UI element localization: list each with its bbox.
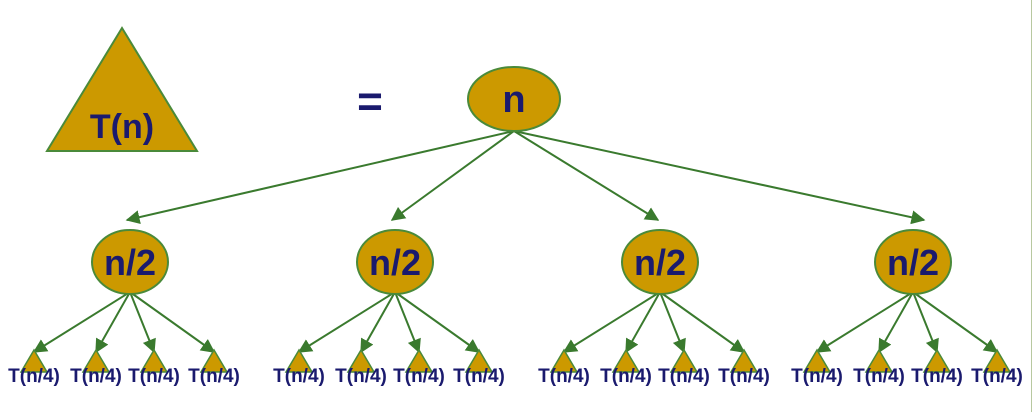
leaf-label-1-1: T(n/4): [8, 366, 60, 387]
leaf-triangle-3-4: [729, 348, 759, 373]
leaf-triangle-4-3: [922, 348, 952, 373]
leaf-triangle-1-3: [139, 348, 169, 373]
n2-4-to-leaf-edge-2: [878, 291, 914, 354]
n2-node-label-3: n/2: [634, 242, 686, 283]
leaf-label-2-2: T(n/4): [335, 366, 387, 387]
leaf-triangle-4-2: [864, 348, 894, 373]
n2-4-to-leaf-edge-3: [912, 291, 939, 354]
root-node: [467, 66, 561, 132]
leaf-triangle-4-1: [802, 348, 832, 373]
n2-4-to-leaf-edge-1: [815, 291, 914, 353]
leaf-triangle-2-2: [346, 348, 376, 373]
n2-node-label-1: n/2: [104, 242, 156, 283]
n2-node-2: [356, 229, 434, 295]
leaf-label-2-4: T(n/4): [453, 366, 505, 387]
root-to-n2-edge-2: [390, 130, 515, 221]
n2-node-label-4: n/2: [887, 242, 939, 283]
n2-4-to-leaf-edge-4: [912, 291, 999, 353]
leaf-triangle-1-4: [199, 348, 229, 373]
n2-1-to-leaf-edge-4: [129, 291, 216, 353]
leaf-triangle-4-4: [982, 348, 1012, 373]
n2-node-3: [621, 229, 699, 295]
leaf-label-2-3: T(n/4): [393, 366, 445, 387]
leaf-label-3-1: T(n/4): [538, 366, 590, 387]
leaf-triangle-2-1: [284, 348, 314, 373]
leaf-label-4-4: T(n/4): [971, 366, 1023, 387]
leaf-label-3-2: T(n/4): [600, 366, 652, 387]
n2-2-to-leaf-edge-4: [394, 291, 481, 353]
tn-label: T(n): [90, 108, 154, 146]
n2-3-to-leaf-edge-3: [659, 291, 686, 354]
leaf-label-1-2: T(n/4): [70, 366, 122, 387]
leaf-label-4-2: T(n/4): [853, 366, 905, 387]
root-node-label: n: [502, 79, 525, 121]
root-to-n2-edge-4: [513, 130, 926, 225]
n2-2-to-leaf-edge-1: [297, 291, 396, 353]
leaf-label-2-1: T(n/4): [273, 366, 325, 387]
leaf-triangle-3-1: [549, 348, 579, 373]
tn-triangle: [45, 26, 199, 152]
leaf-triangle-2-4: [464, 348, 494, 373]
leaf-triangle-2-3: [404, 348, 434, 373]
leaf-triangle-1-2: [81, 348, 111, 373]
leaf-triangle-3-3: [669, 348, 699, 373]
leaf-label-1-4: T(n/4): [188, 366, 240, 387]
n2-1-to-leaf-edge-1: [32, 291, 131, 353]
n2-1-to-leaf-edge-3: [129, 291, 156, 354]
n2-3-to-leaf-edge-2: [625, 291, 661, 354]
leaf-label-3-3: T(n/4): [658, 366, 710, 387]
n2-2-to-leaf-edge-3: [394, 291, 421, 354]
n2-node-4: [874, 229, 952, 295]
n2-2-to-leaf-edge-2: [360, 291, 396, 354]
tree-edges: [32, 130, 999, 354]
n2-1-to-leaf-edge-2: [95, 291, 131, 354]
leaf-triangle-1-1: [19, 348, 49, 373]
leaf-label-1-3: T(n/4): [128, 366, 180, 387]
n2-3-to-leaf-edge-4: [659, 291, 746, 353]
leaf-triangle-3-2: [611, 348, 641, 373]
leaf-label-4-1: T(n/4): [791, 366, 843, 387]
root-to-n2-edge-3: [513, 130, 660, 221]
tree-nodes: n n/2T(n/4) T(n/4) T(n/4) T(n/4) n/2T(n/4) T(n…: [8, 66, 1023, 387]
n2-3-to-leaf-edge-1: [562, 291, 661, 353]
root-to-n2-edge-1: [125, 130, 515, 224]
n2-node-label-2: n/2: [369, 242, 421, 283]
n2-node-1: [91, 229, 169, 295]
leaf-label-3-4: T(n/4): [718, 366, 770, 387]
leaf-label-4-3: T(n/4): [911, 366, 963, 387]
equals-sign: =: [357, 77, 383, 126]
